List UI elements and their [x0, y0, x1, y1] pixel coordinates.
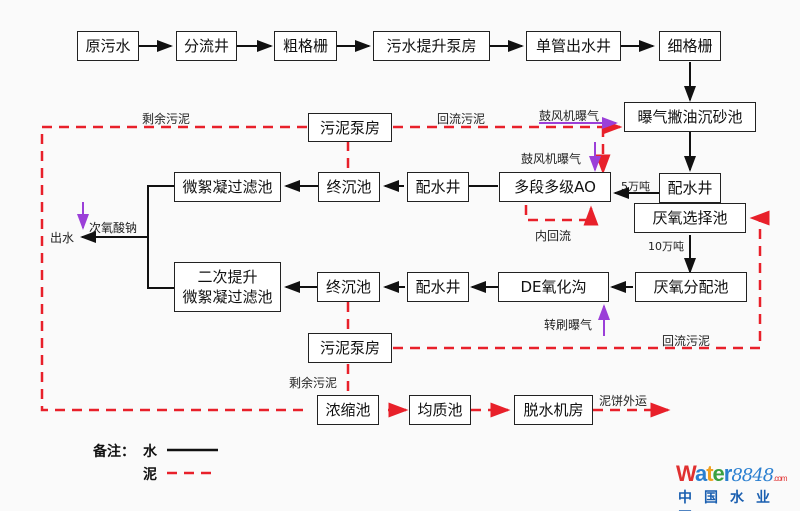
distribution-well-top-box: 配水井: [407, 172, 469, 202]
secondary-lift-line1: 二次提升: [197, 268, 258, 286]
legend-title: 备注：: [93, 444, 135, 460]
brush-aeration-label: 转刷曝气: [544, 318, 593, 332]
distribution-well-right-box: 配水井: [659, 173, 721, 203]
aerated-grit-box: 曝气撇油沉砂池: [624, 102, 756, 132]
blower-aeration-label-1: 鼓风机曝气: [539, 109, 600, 123]
sodium-hypochlorite-label: 次氧酸钠: [89, 221, 138, 235]
effluent-label: 出水: [50, 231, 75, 245]
sludge-pump-top-box: 污泥泵房: [308, 113, 392, 142]
legend-sludge-label: 泥: [143, 467, 157, 483]
dewatering-box: 脱水机房: [514, 395, 593, 425]
micro-floc-filter-top-box: 微絮凝过滤池: [174, 172, 281, 202]
anaerobic-distribution-box: 厌氧分配池: [635, 272, 747, 302]
logo-letter: r: [723, 461, 733, 486]
sludge-line: [40, 125, 310, 412]
secondary-lift-filter-box: 二次提升 微絮凝过滤池: [174, 262, 281, 312]
sludge-line: [524, 205, 599, 226]
anaerobic-selector-box: 厌氧选择池: [634, 203, 746, 233]
logo-letter: a: [694, 461, 707, 486]
internal-recycle-label: 内回流: [535, 229, 572, 243]
return-sludge-bottom-label: 回流污泥: [662, 334, 711, 348]
multi-ao-box: 多段多级AO: [499, 172, 611, 202]
de-ditch-box: DE氧化沟: [498, 272, 609, 302]
water-line: [147, 185, 175, 289]
distribution-well-bottom-box: 配水井: [407, 272, 469, 302]
excess-sludge-top-label: 剩余污泥: [142, 112, 191, 126]
logo-number: 8848: [731, 465, 774, 486]
legend-water-label: 水: [143, 444, 157, 460]
sludge-cake-label: 泥饼外运: [599, 394, 648, 408]
logo-subtitle: 中国水业网: [678, 490, 782, 511]
logo-letter: e: [712, 461, 725, 486]
final-clarifier-bottom-box: 终沉池: [317, 272, 380, 302]
blower-aeration-label-2: 鼓风机曝气: [521, 152, 582, 166]
flow-10-label: 10万吨: [648, 240, 684, 253]
sludge-pump-bottom-box: 污泥泵房: [308, 333, 392, 363]
return-sludge-top-label: 回流污泥: [437, 112, 486, 126]
thickener-box: 浓缩池: [317, 395, 379, 425]
sludge-line: [393, 210, 770, 350]
water8848-logo: Water8848.com: [676, 461, 788, 487]
raw-water-box: 原污水: [77, 31, 139, 61]
coarse-screen-box: 粗格栅: [274, 31, 337, 61]
homogenizer-box: 均质池: [409, 395, 471, 425]
secondary-lift-line2: 微絮凝过滤池: [182, 288, 273, 306]
lift-pump-box: 污水提升泵房: [373, 31, 490, 61]
final-clarifier-top-box: 终沉池: [318, 172, 380, 202]
flow-5-label: 5万吨: [621, 180, 650, 193]
logo-letter: W: [676, 461, 696, 486]
excess-sludge-bottom-label: 剩余污泥: [289, 376, 338, 390]
logo-domain: .com: [773, 474, 787, 483]
single-pipe-outlet-box: 单管出水井: [526, 31, 621, 61]
fine-screen-box: 细格栅: [659, 31, 721, 61]
logo-letter: t: [706, 461, 713, 486]
diversion-well-box: 分流井: [176, 31, 237, 61]
